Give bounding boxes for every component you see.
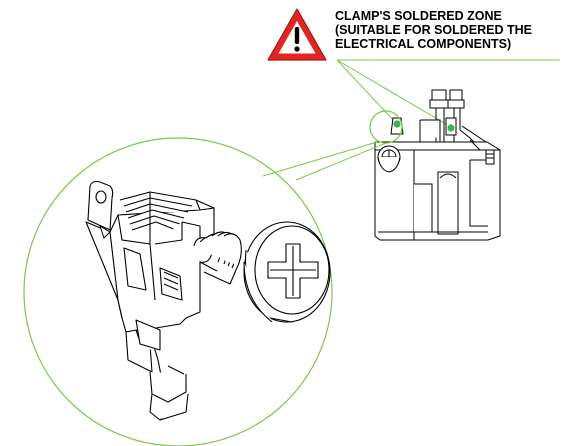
soldered-zone-highlight: [262, 110, 455, 181]
clamp-assembly-small: [374, 89, 501, 241]
clamp-lug-edge: [99, 224, 111, 239]
detail-magnifier-circle: [23, 137, 333, 446]
callout-leader-lines: [336, 59, 560, 128]
callout-line-1: CLAMP'S SOLDERED ZONE: [335, 9, 502, 23]
clamp-detail-drawing: [85, 180, 331, 421]
soldered-zone-callout: CLAMP'S SOLDERED ZONE (SUITABLE FOR SOLD…: [335, 9, 575, 51]
callout-line-2: (SUITABLE FOR SOLDERED THE: [335, 23, 532, 37]
warning-triangle-icon: [267, 8, 327, 61]
callout-line-3: ELECTRICAL COMPONENTS): [335, 37, 512, 51]
